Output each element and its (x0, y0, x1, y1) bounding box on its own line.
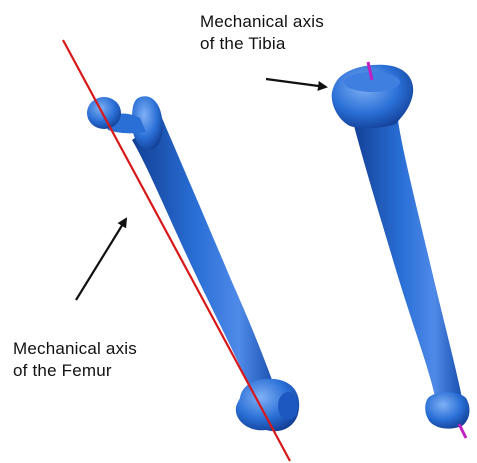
femur-axis-label: Mechanical axis of the Femur (13, 338, 137, 382)
femur-mechanical-axis-line (63, 40, 290, 461)
tibia-axis-arrow (266, 79, 326, 87)
tibia-bone (332, 65, 470, 429)
tibia-distal-end (425, 392, 469, 429)
femur-axis-label-line2: of the Femur (13, 360, 137, 382)
tibia-axis-label: Mechanical axis of the Tibia (200, 11, 324, 55)
tibia-axis-label-line2: of the Tibia (200, 33, 324, 55)
tibia-mechanical-axis-bottom (459, 424, 466, 438)
femur-condyle-medial (278, 392, 298, 420)
femur-axis-label-line1: Mechanical axis (13, 338, 137, 360)
femur-head (87, 97, 121, 129)
tibia-shaft (352, 118, 462, 402)
femur-axis-arrow (76, 219, 126, 300)
femur-shaft (132, 118, 275, 392)
tibia-axis-label-line1: Mechanical axis (200, 11, 324, 33)
